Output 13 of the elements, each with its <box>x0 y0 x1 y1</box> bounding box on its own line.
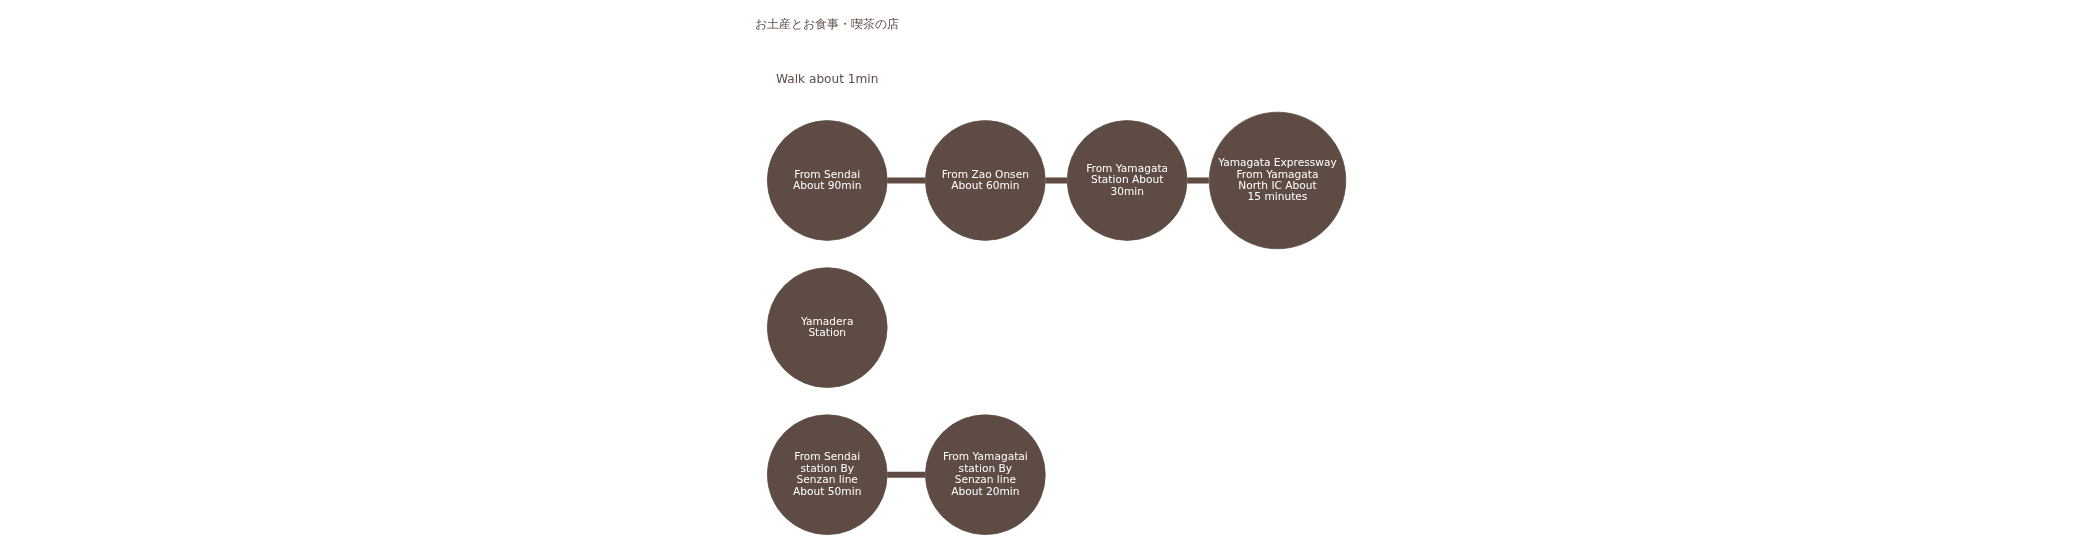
connector <box>1044 177 1067 184</box>
connector <box>1186 177 1209 184</box>
node-circle: From Zao Onsen About 60min <box>924 120 1046 241</box>
label: お土産とお食事・喫茶の店 <box>754 16 899 31</box>
node-circle: From Sendai About 90min <box>766 120 887 241</box>
node-circle: Yamagata Expressway From Yamagata North IC About 15 minutes <box>1208 111 1346 250</box>
connector <box>886 471 925 478</box>
node-circle: Yamadera Station <box>766 267 887 388</box>
connector <box>886 177 925 184</box>
node-circle: From Yamagata Station About 30min <box>1066 120 1187 241</box>
node-circle: From Yamagatai station By Senzan line About 20min <box>924 414 1046 535</box>
node-circle: From Sendai station By Senzan line About 50min <box>766 414 887 535</box>
label: Walk about 1min <box>775 71 878 86</box>
